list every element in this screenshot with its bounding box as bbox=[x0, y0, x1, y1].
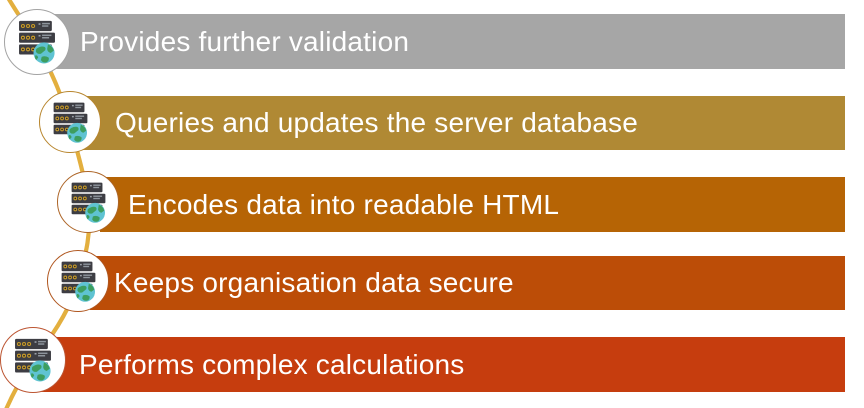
server-globe-icon bbox=[39, 91, 101, 153]
server-globe-icon-glyph bbox=[47, 99, 94, 146]
server-globe-icon-glyph bbox=[65, 179, 112, 226]
list-item-bar: Provides further validation bbox=[40, 14, 845, 69]
server-globe-icon bbox=[57, 171, 119, 233]
server-globe-icon-glyph bbox=[55, 258, 102, 305]
item-label: Provides further validation bbox=[80, 25, 410, 57]
server-globe-icon bbox=[47, 250, 109, 312]
list-item-bar: Encodes data into readable HTML bbox=[100, 177, 845, 232]
server-globe-icon bbox=[4, 9, 70, 75]
server-globe-icon-glyph bbox=[12, 17, 62, 67]
item-label: Encodes data into readable HTML bbox=[128, 188, 560, 220]
list-item-bar: Performs complex calculations bbox=[40, 337, 845, 392]
list-item-bar: Queries and updates the server database bbox=[80, 96, 845, 150]
item-label: Keeps organisation data secure bbox=[114, 267, 514, 298]
server-globe-icon bbox=[0, 327, 66, 393]
item-label: Queries and updates the server database bbox=[115, 107, 639, 138]
server-globe-icon-glyph bbox=[8, 335, 58, 385]
list-item-bar: Keeps organisation data secure bbox=[90, 256, 845, 310]
item-label: Performs complex calculations bbox=[79, 348, 465, 380]
